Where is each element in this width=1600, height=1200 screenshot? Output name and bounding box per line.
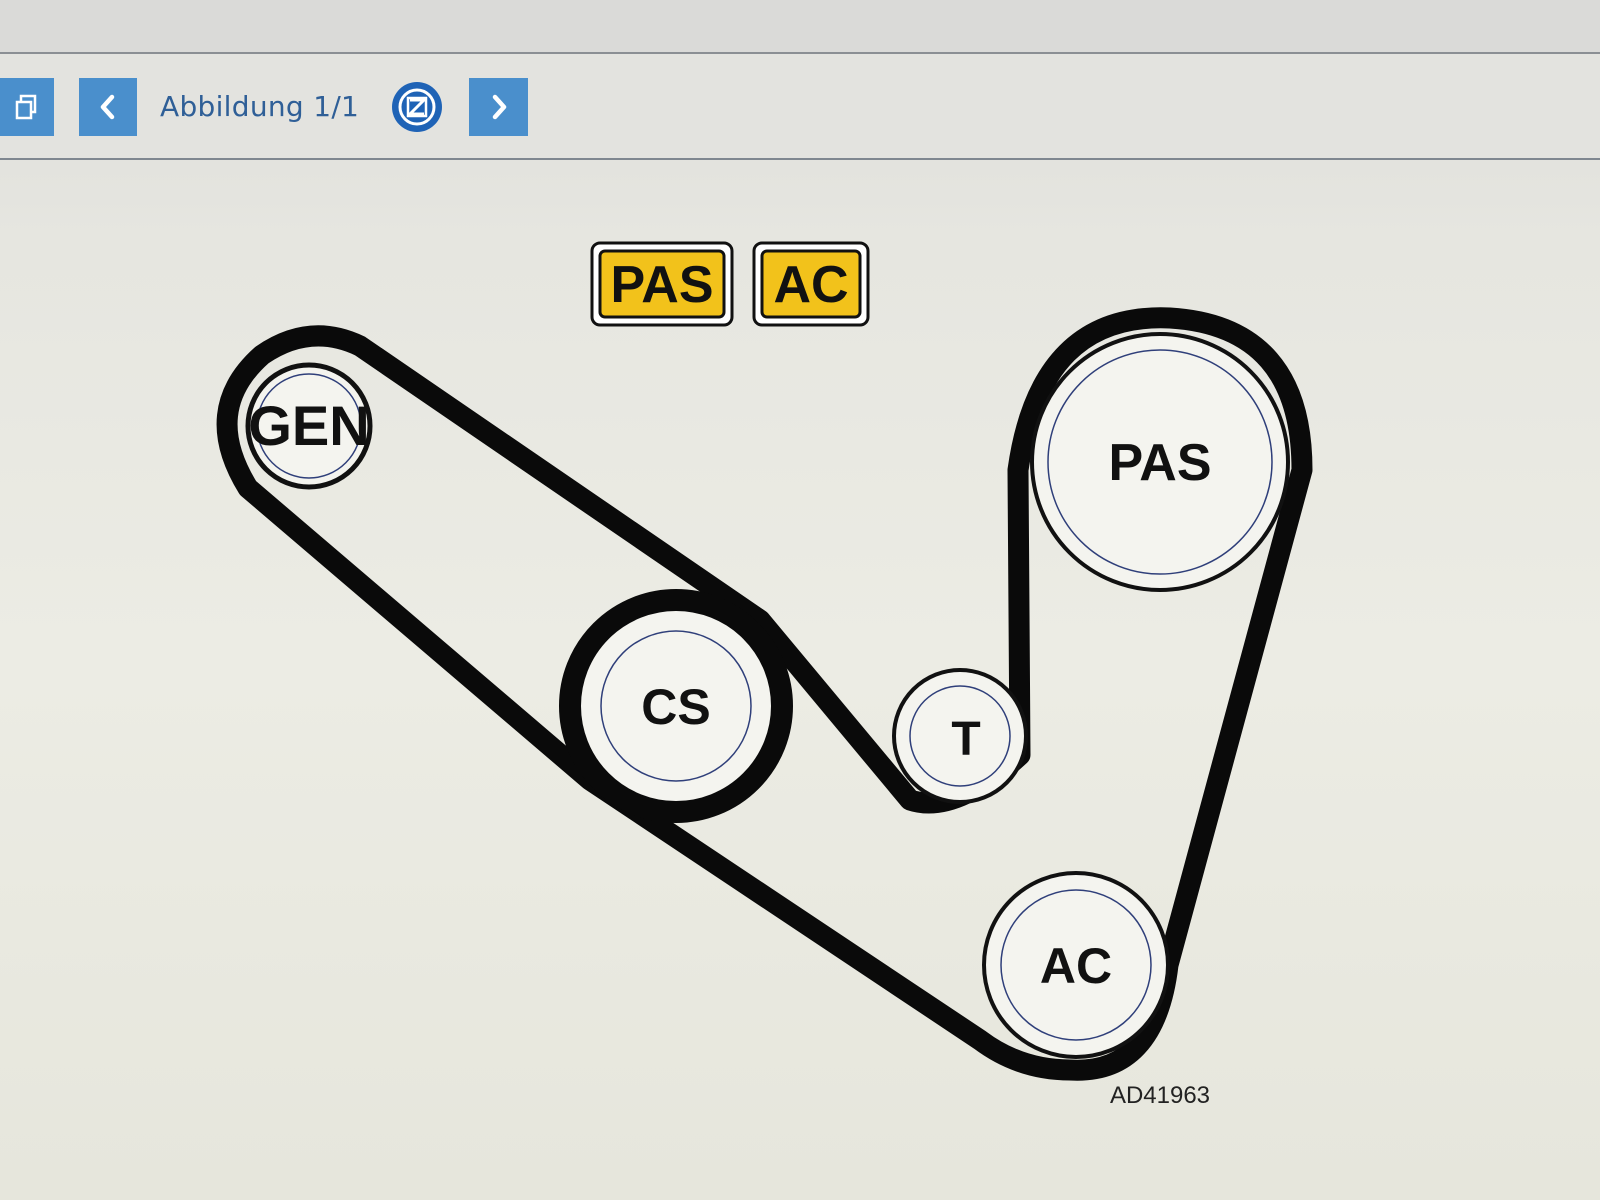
figure-counter-label: Abbildung 1/1 (160, 90, 360, 123)
ac-compressor-pulley-label: AC (1040, 938, 1112, 994)
ac-badge-label: AC (773, 256, 848, 314)
chevron-left-icon (100, 94, 115, 120)
belt-routing-diagram: PAS AC GEN CS T PAS AC AD41963 (216, 241, 1313, 1109)
tensioner-pulley-label: T (951, 713, 980, 766)
zoom-icon[interactable] (390, 80, 444, 134)
copy-button[interactable] (0, 78, 54, 136)
figure-code: AD41963 (1110, 1082, 1210, 1109)
next-figure-button[interactable] (469, 78, 528, 136)
crankshaft-pulley-label: CS (641, 679, 710, 735)
ac-compressor-pulley: AC (982, 871, 1170, 1059)
power-steering-pulley-label: PAS (1108, 434, 1211, 492)
chevron-right-icon (492, 94, 506, 120)
generator-pulley-label: GEN (248, 394, 369, 457)
generator-pulley: GEN (245, 362, 373, 490)
window-top-strip (0, 0, 1600, 54)
tensioner-pulley: T (892, 668, 1028, 804)
copy-icon (15, 94, 37, 120)
pas-badge: PAS (590, 241, 734, 327)
previous-figure-button[interactable] (79, 78, 137, 136)
crankshaft-pulley: CS (559, 589, 793, 823)
figure-toolbar: Abbildung 1/1 (0, 54, 1600, 160)
ac-badge: AC (752, 241, 870, 327)
power-steering-pulley: PAS (1030, 332, 1290, 592)
pas-badge-label: PAS (610, 256, 713, 314)
